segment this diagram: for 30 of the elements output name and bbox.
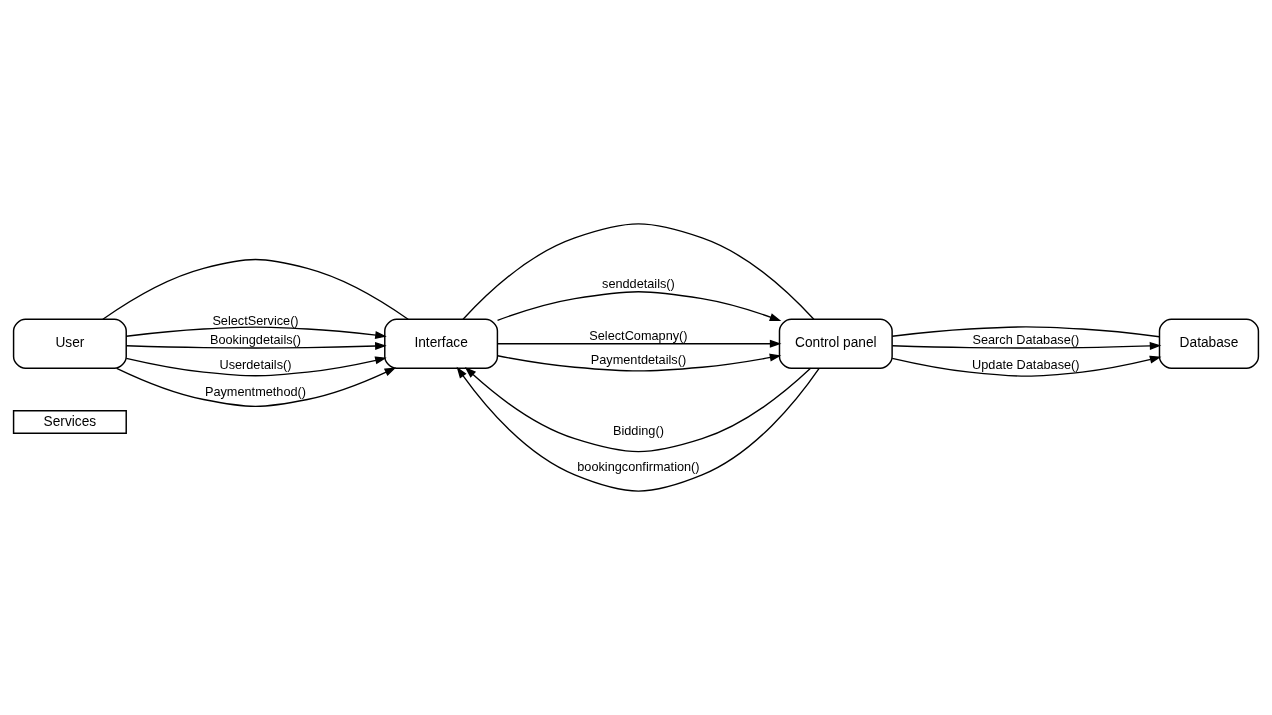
arrow (456, 366, 820, 492)
arrow (496, 291, 782, 322)
node-box: Control panel (778, 318, 893, 369)
edge-label: Paymentmethod() (204, 384, 307, 400)
edge-label: Search Database() (972, 332, 1080, 348)
edge-label: SelectService() (212, 312, 299, 328)
edge-label: Bidding() (613, 423, 664, 439)
arrow (891, 355, 1162, 377)
edge-label: bookingconfirmation() (577, 459, 700, 475)
arrow (125, 341, 387, 351)
connector (462, 223, 815, 320)
node-box: Database (1158, 318, 1260, 369)
edge-label: Bookingdetails() (209, 332, 302, 348)
connector (891, 326, 1161, 338)
node-box: Interface (384, 318, 499, 369)
edge-label: senddetails() (602, 276, 675, 292)
edge-label: Userdetails() (219, 356, 292, 372)
arrow (125, 356, 387, 377)
arrow (891, 341, 1162, 350)
node-box: User (12, 318, 127, 369)
node-box: Services (12, 410, 127, 435)
edge-label: Update Database() (972, 356, 1080, 372)
edge-label: SelectComapny() (589, 328, 688, 344)
arrow (496, 353, 782, 372)
connector (102, 258, 409, 320)
arrow (125, 326, 387, 340)
arrow (496, 339, 782, 348)
edge-label: Paymentdetails() (590, 351, 687, 367)
arrow (464, 366, 812, 453)
arrow (116, 367, 397, 408)
